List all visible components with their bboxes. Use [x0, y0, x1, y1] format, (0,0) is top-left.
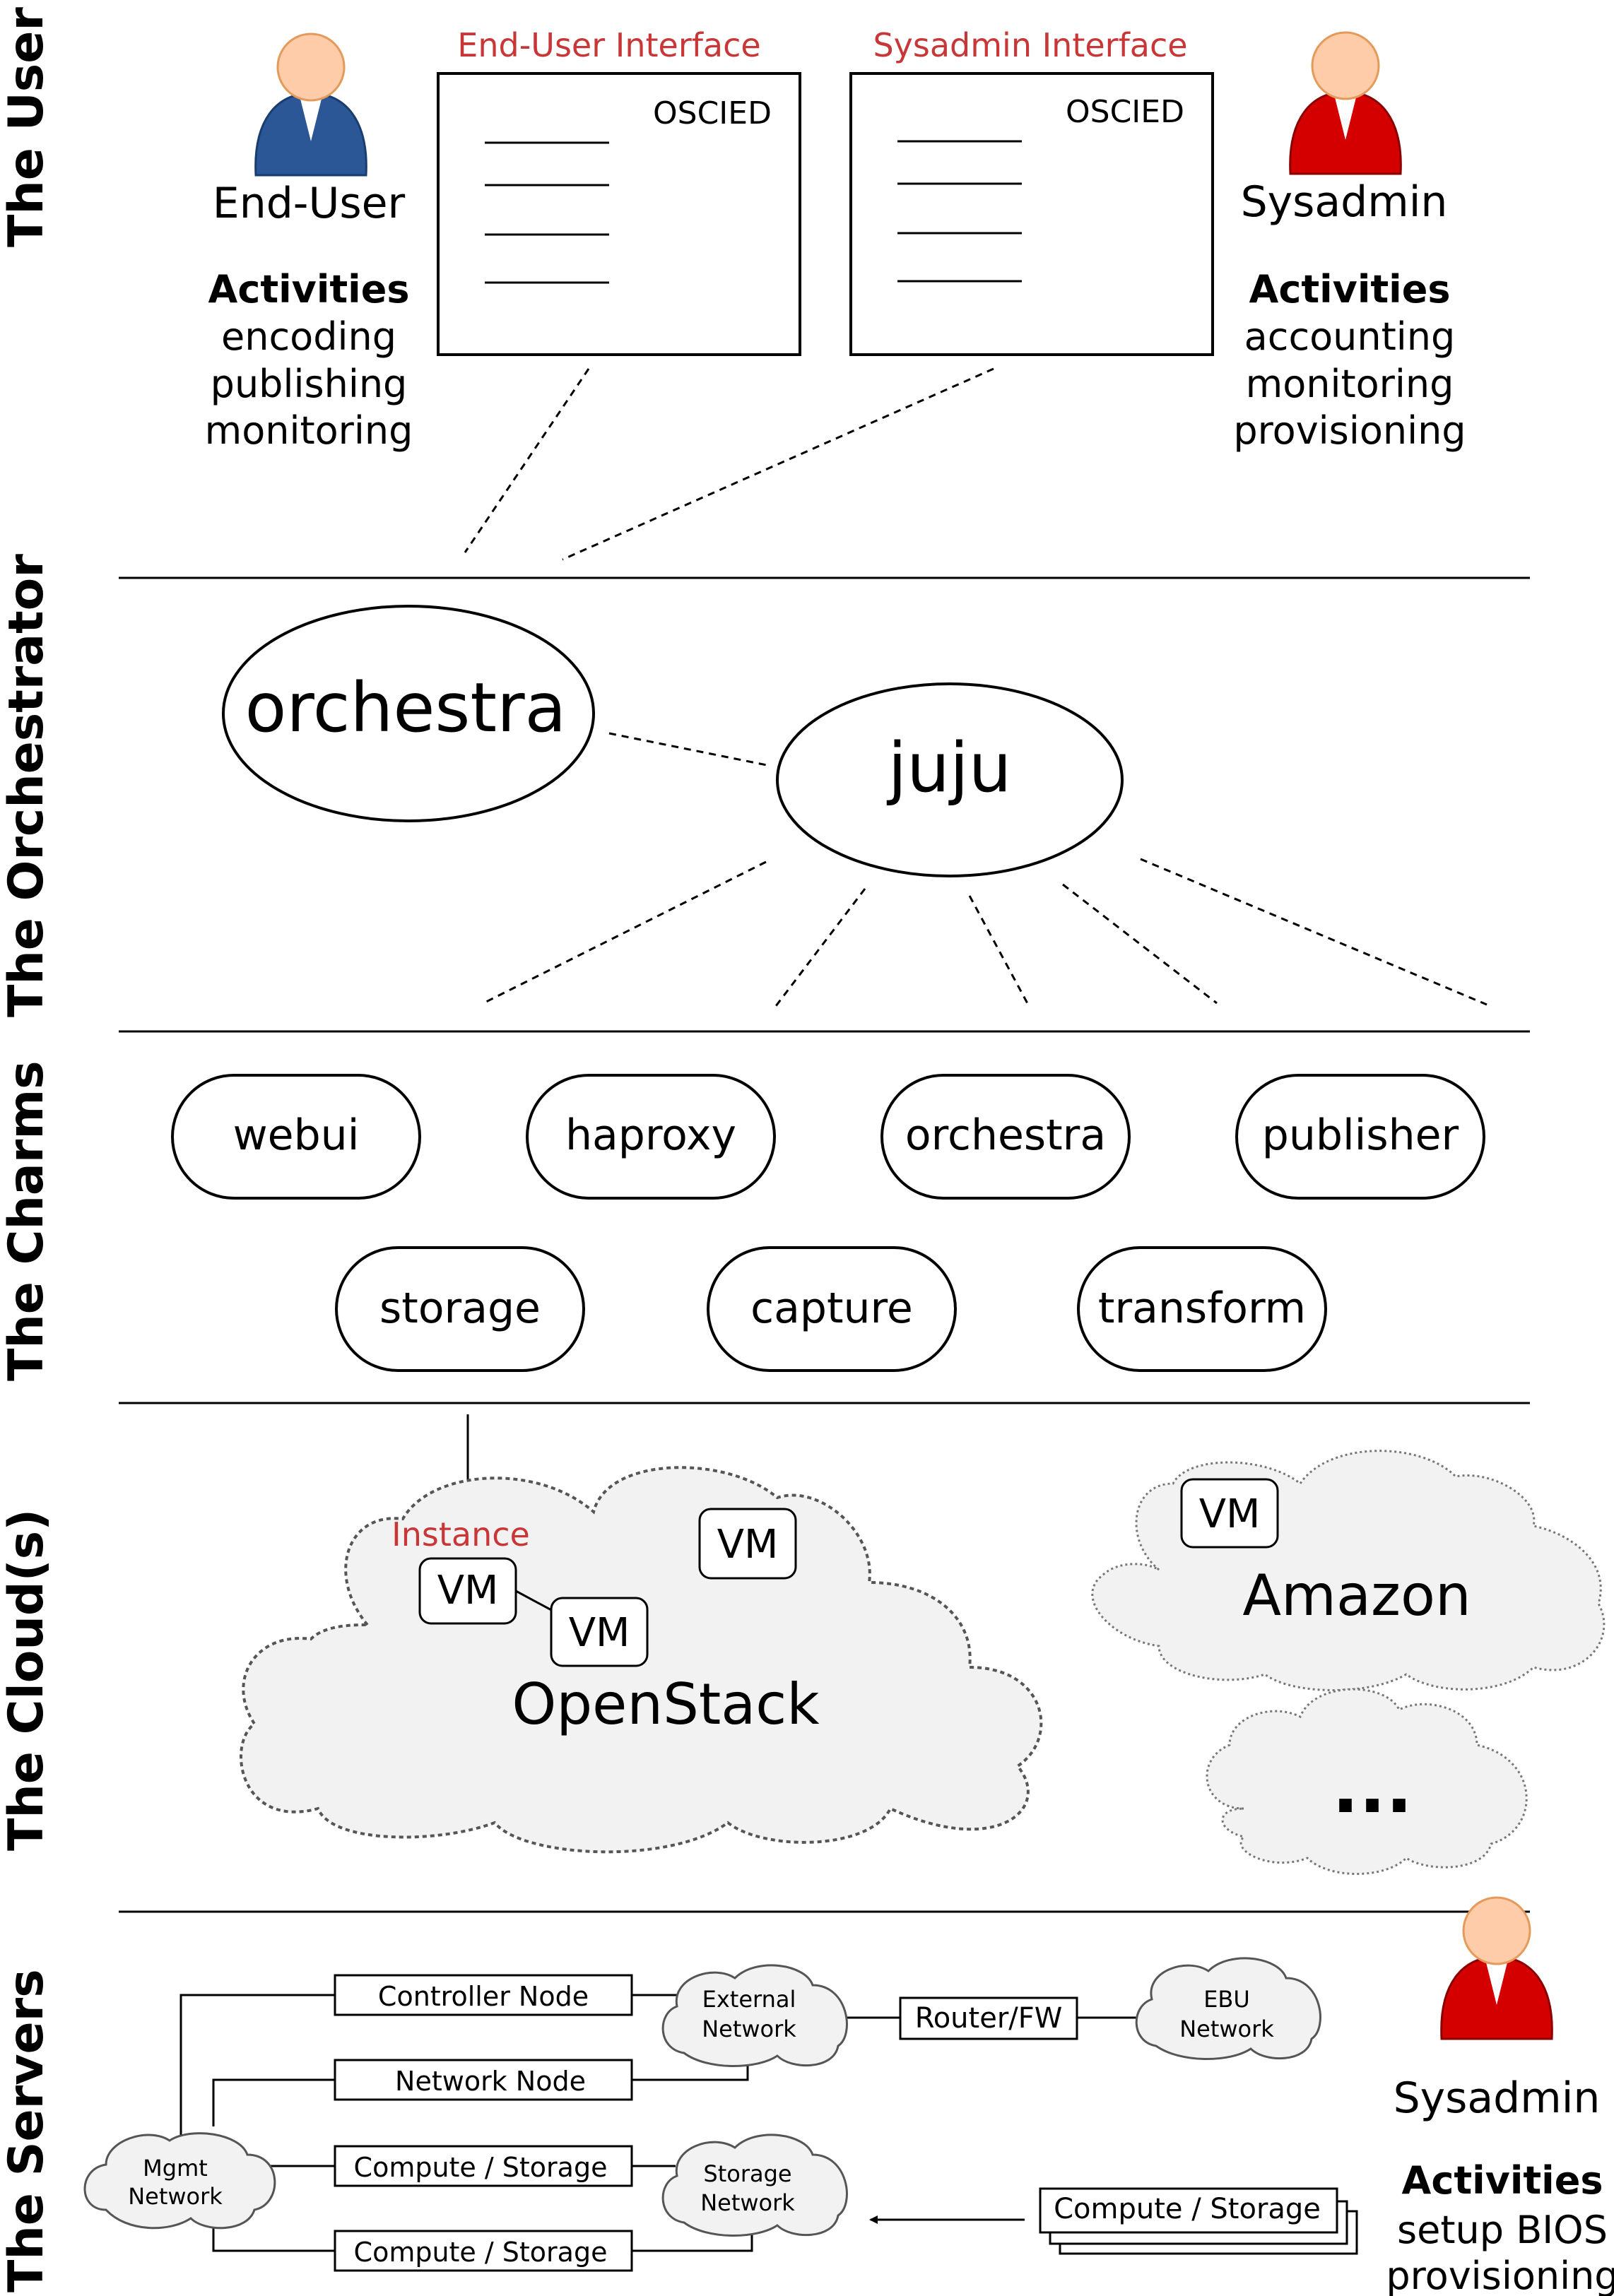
router-label: Router/FW — [915, 2002, 1063, 2035]
node-label: Compute / Storage — [354, 2237, 608, 2268]
stack-label: Compute / Storage — [1054, 2193, 1321, 2225]
orchestra-ellipse — [222, 605, 595, 822]
ebu-network-cloud: EBU Network — [1135, 1957, 1321, 2061]
sysadmin-icon — [1289, 31, 1402, 175]
charm-pill: orchestra — [880, 1074, 1131, 1200]
section-dividers — [119, 576, 1530, 1913]
network-label: Network — [702, 2016, 796, 2042]
compute-storage-box: Compute / Storage — [334, 2145, 633, 2187]
sysadmin-activity: provisioning — [1233, 408, 1466, 453]
instance-label: Instance — [391, 1515, 530, 1554]
vm-box: VM — [1180, 1478, 1279, 1549]
network-label: Storage — [703, 2160, 791, 2187]
node-label: Compute / Storage — [354, 2152, 608, 2183]
end-user-icon — [254, 32, 367, 177]
juju-ellipse — [776, 682, 1124, 877]
sysadmin-activity: accounting — [1244, 314, 1456, 359]
vm-box: VM — [698, 1508, 797, 1580]
charm-pill: storage — [335, 1246, 585, 1372]
servers-sysadmin-name: Sysadmin — [1394, 2073, 1601, 2123]
vm-box: VM — [550, 1597, 649, 1667]
vm-link — [515, 1590, 553, 1612]
charm-label: haproxy — [565, 1111, 736, 1160]
compute-storage-stack: Compute / Storage — [1039, 2187, 1358, 2255]
end-user-name: End-User — [213, 179, 406, 228]
network-label: Network — [1179, 2016, 1274, 2042]
end-user-activities-title: Activities — [208, 267, 410, 312]
charm-label: storage — [379, 1284, 541, 1333]
end-user-activity: publishing — [211, 362, 408, 406]
section-title-clouds: The Cloud(s) — [0, 1509, 54, 1851]
section-title-servers: The Servers — [0, 1969, 54, 2292]
ui-connectors — [464, 367, 994, 561]
servers-sysadmin-icon — [1440, 1896, 1553, 2040]
storage-network-cloud: Storage Network — [661, 2134, 848, 2237]
servers-sysadmin-activity: provisioning — [1386, 2254, 1614, 2296]
charm-label: publisher — [1262, 1111, 1459, 1160]
compute-storage-box: Compute / Storage — [334, 2230, 633, 2272]
servers-sysadmin-activities-title: Activities — [1402, 2158, 1603, 2203]
juju-label: juju — [886, 728, 1011, 807]
charm-pill: transform — [1077, 1246, 1327, 1372]
network-label: EBU — [1203, 1986, 1250, 2013]
sysadmin-interface-window — [849, 72, 1214, 356]
charm-pill: capture — [707, 1246, 957, 1372]
section-title-charms: The Charms — [0, 1060, 54, 1381]
servers-sysadmin-activity: setup BIOS — [1397, 2208, 1608, 2252]
openstack-label: OpenStack — [512, 1671, 820, 1737]
sysadmin-interface-title: Sysadmin Interface — [873, 26, 1187, 64]
node-label: Network Node — [395, 2066, 586, 2097]
node-label: Controller Node — [378, 1981, 589, 2012]
orchestra-label: orchestra — [245, 668, 567, 747]
end-user-interface-title: End-User Interface — [457, 26, 760, 64]
router-fw-box: Router/FW — [899, 1996, 1078, 2040]
charm-pill: publisher — [1235, 1074, 1485, 1200]
sysadmin-interface-brand: OSCIED — [1066, 94, 1184, 130]
orchestrator-connectors — [485, 732, 1488, 1007]
other-cloud-label: ... — [1332, 1746, 1413, 1829]
external-network-cloud: External Network — [661, 1964, 848, 2068]
end-user-activity: encoding — [221, 314, 396, 359]
charm-label: transform — [1098, 1284, 1306, 1333]
network-label: Network — [700, 2189, 795, 2216]
network-node-box: Network Node — [334, 2059, 633, 2101]
section-title-orchestrator: The Orchestrator — [0, 554, 54, 1017]
vm-box: VM — [418, 1557, 517, 1625]
charm-label: orchestra — [905, 1111, 1106, 1160]
end-user-activity: monitoring — [205, 408, 413, 453]
other-cloud — [1206, 1688, 1528, 1875]
end-user-interface-window — [437, 72, 801, 356]
charm-pill: haproxy — [526, 1074, 776, 1200]
sysadmin-activity: monitoring — [1246, 362, 1454, 406]
sysadmin-name: Sysadmin — [1241, 177, 1448, 227]
network-label: Network — [128, 2183, 223, 2210]
mgmt-network-cloud: Mgmt Network — [83, 2132, 276, 2230]
network-label: Mgmt — [143, 2155, 208, 2182]
controller-node-box: Controller Node — [334, 1974, 633, 2016]
vm-label: VM — [437, 1568, 499, 1614]
sysadmin-activities-title: Activities — [1249, 267, 1451, 312]
charm-pill: webui — [171, 1074, 421, 1200]
amazon-label: Amazon — [1242, 1563, 1471, 1628]
vm-label: VM — [717, 1522, 779, 1568]
vm-label: VM — [1199, 1491, 1261, 1537]
network-label: External — [702, 1986, 796, 2013]
charm-label: webui — [233, 1111, 360, 1160]
vm-label: VM — [569, 1610, 630, 1656]
end-user-interface-brand: OSCIED — [653, 95, 772, 131]
section-title-ui: The User Interface — [0, 0, 54, 247]
charm-label: capture — [750, 1284, 913, 1333]
